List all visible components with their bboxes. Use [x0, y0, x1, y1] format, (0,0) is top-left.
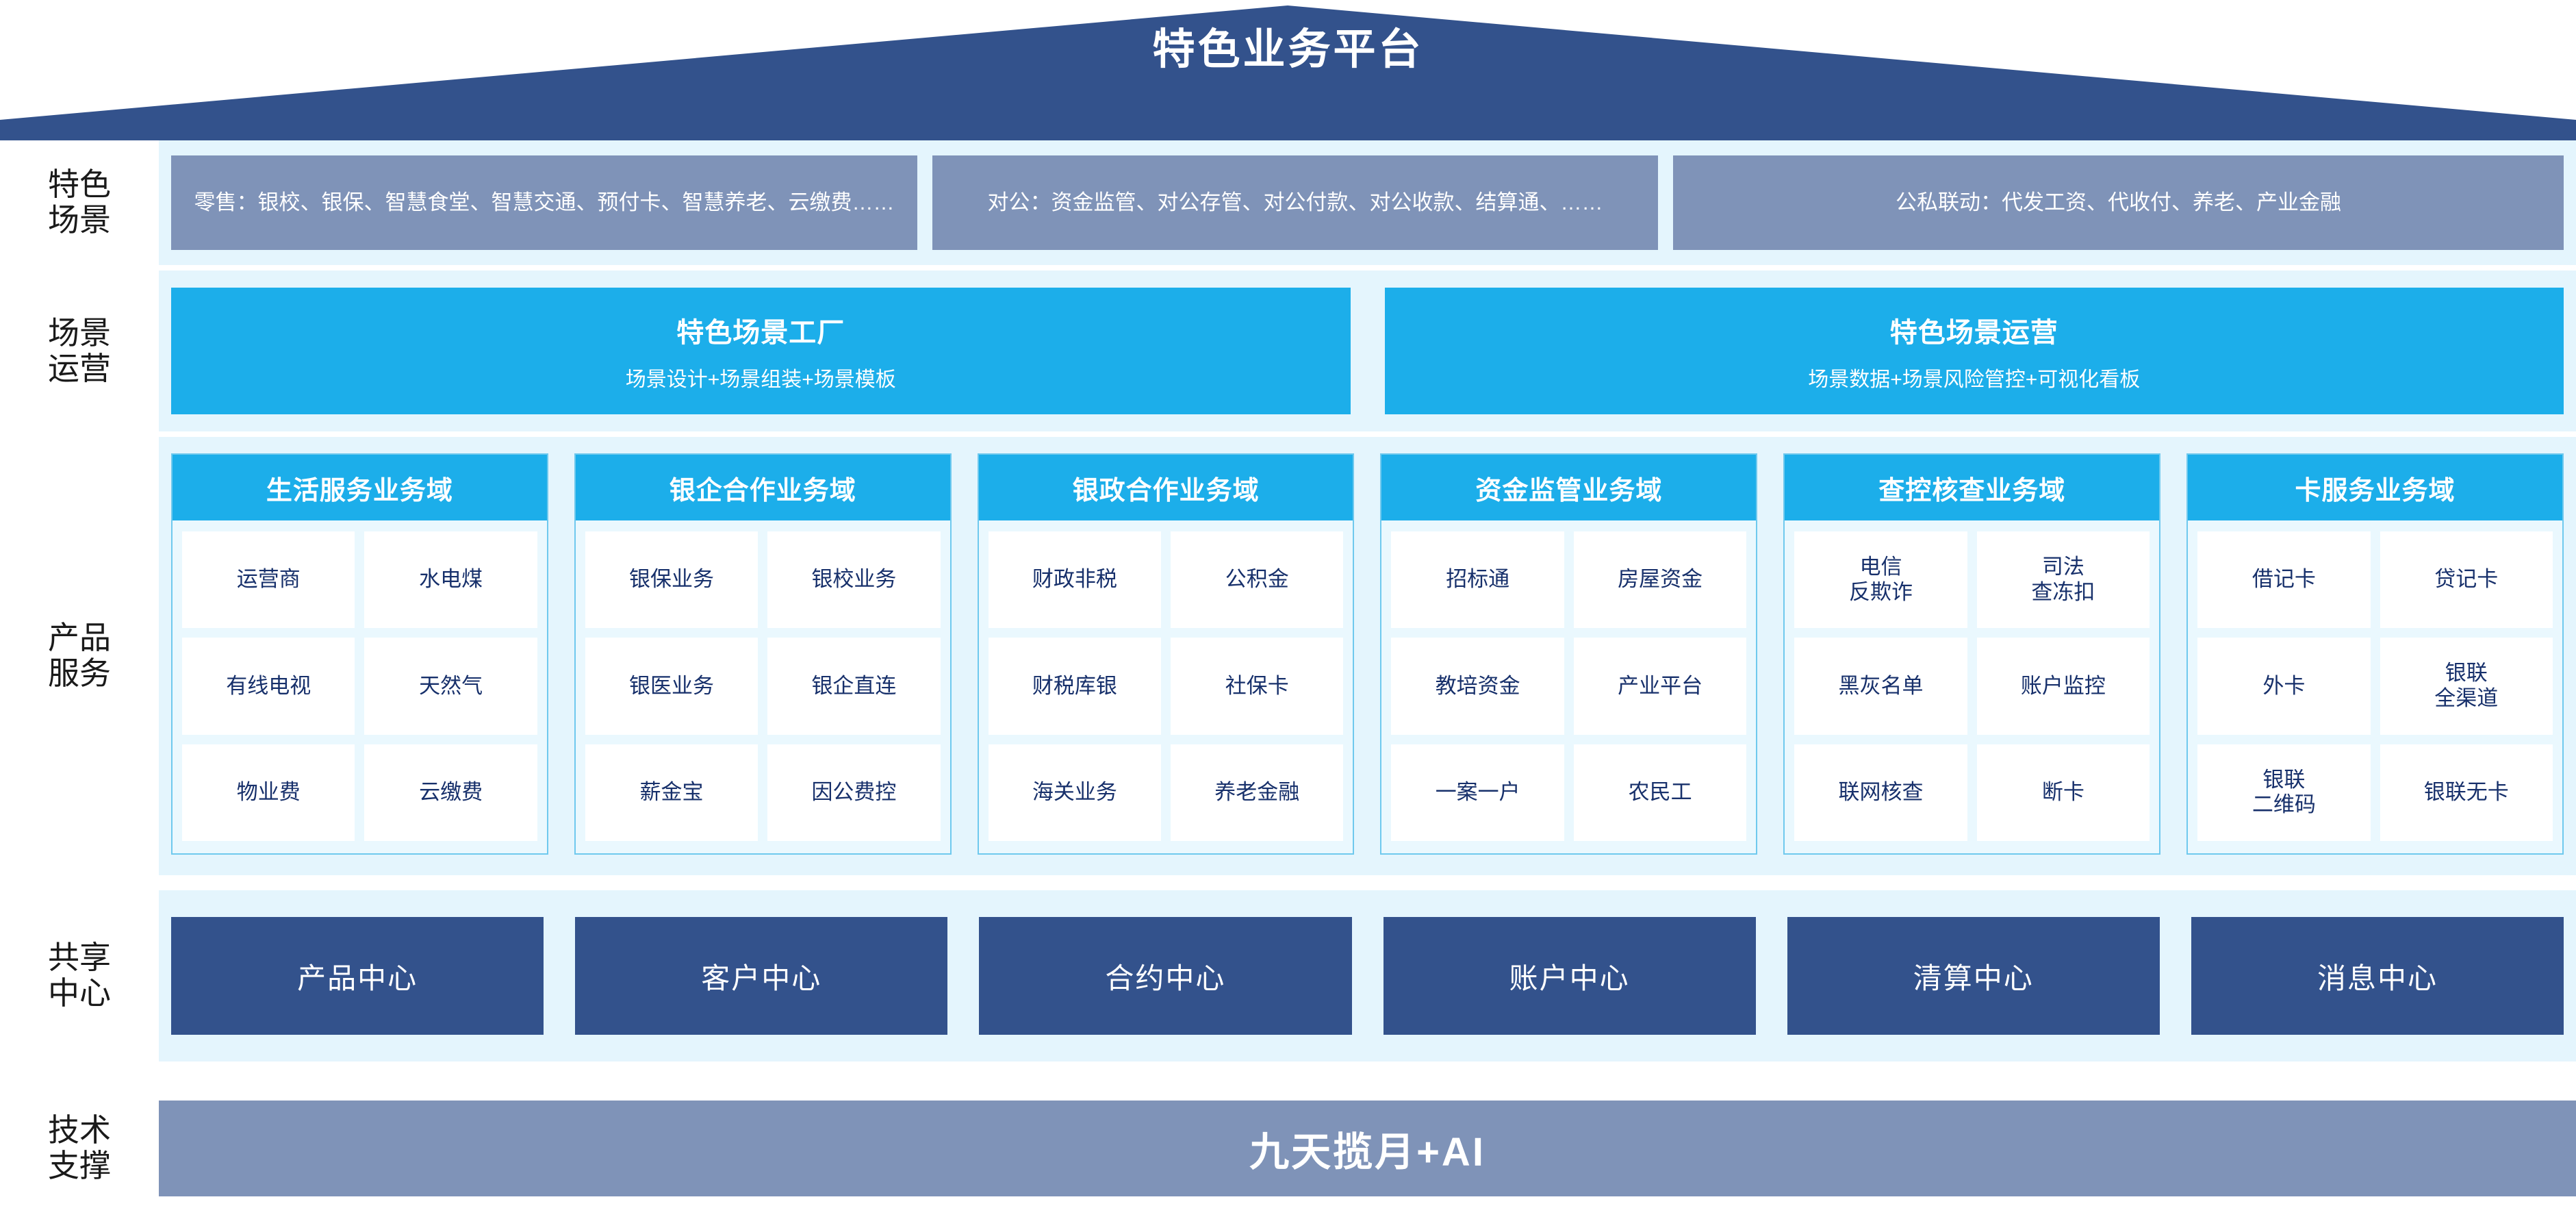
domain-title-fund-supervision: 资金监管业务域: [1381, 455, 1757, 520]
row-scene-operations: 场景 运营 特色场景工厂 场景设计+场景组装+场景模板 特色场景运营 场景数据+…: [0, 271, 2576, 431]
shared-center-product[interactable]: 产品中心: [171, 917, 544, 1035]
row-label-technology-support: 技术 支撑: [48, 1112, 111, 1183]
row-featured-scenes: 特色 场景 零售：银校、银保、智慧食堂、智慧交通、预付卡、智慧养老、云缴费…… …: [0, 140, 2576, 265]
domain-grid-life-service: 运营商 水电煤 有线电视 天然气 物业费 云缴费: [173, 520, 547, 853]
domain-title-bank-government: 银政合作业务域: [978, 455, 1353, 520]
ops-box-scene-factory-title: 特色场景工厂: [676, 317, 845, 348]
domain-grid-fund-supervision: 招标通 房屋资金 教培资金 产业平台 一案一户 农民工: [1381, 520, 1756, 853]
domain-item[interactable]: 产业平台: [1573, 638, 1747, 735]
domain-item[interactable]: 联网核查: [1794, 744, 1967, 841]
ops-box-scene-operation[interactable]: 特色场景运营 场景数据+场景风险管控+可视化看板: [1384, 288, 2564, 414]
shared-center-customer[interactable]: 客户中心: [575, 917, 948, 1035]
domain-item[interactable]: 借记卡: [2197, 531, 2371, 629]
row-label-shared-centers: 共享 中心: [48, 940, 111, 1011]
domain-grid-bank-government: 财政非税 公积金 财税库银 社保卡 海关业务 养老金融: [979, 520, 1353, 853]
domain-item[interactable]: 财政非税: [988, 531, 1162, 629]
shared-center-contract[interactable]: 合约中心: [979, 917, 1352, 1035]
platform-roof-banner: 特色业务平台: [0, 0, 2576, 140]
domain-item[interactable]: 因公费控: [767, 744, 941, 841]
domain-item[interactable]: 断卡: [1976, 744, 2150, 841]
ops-box-scene-factory[interactable]: 特色场景工厂 场景设计+场景组装+场景模板: [171, 288, 1351, 414]
domain-grid-bank-enterprise: 银保业务 银校业务 银医业务 银企直连 薪金宝 因公费控: [576, 520, 950, 853]
shared-center-clearing[interactable]: 清算中心: [1787, 917, 2160, 1035]
domain-title-investigation-control: 查控核查业务域: [1785, 455, 2160, 520]
domain-item[interactable]: 招标通: [1391, 531, 1564, 629]
scene-box-corporate[interactable]: 对公：资金监管、对公存管、对公付款、对公收款、结算通、……: [932, 155, 1658, 250]
domain-item[interactable]: 银医业务: [585, 638, 758, 735]
domain-item[interactable]: 养老金融: [1171, 744, 1344, 841]
domain-item[interactable]: 外卡: [2197, 638, 2371, 735]
technology-support-panel: 九天揽月+AI: [159, 1077, 2576, 1220]
domain-item[interactable]: 有线电视: [182, 638, 355, 735]
shared-center-account[interactable]: 账户中心: [1383, 917, 1756, 1035]
domain-item[interactable]: 银企直连: [767, 638, 941, 735]
domain-column-fund-supervision: 资金监管业务域 招标通 房屋资金 教培资金 产业平台 一案一户 农民工: [1380, 453, 1758, 855]
domain-item[interactable]: 薪金宝: [585, 744, 758, 841]
domain-item[interactable]: 农民工: [1573, 744, 1747, 841]
domain-item[interactable]: 银联无卡: [2380, 744, 2553, 841]
domain-item[interactable]: 云缴费: [364, 744, 537, 841]
domain-item[interactable]: 黑灰名单: [1794, 638, 1967, 735]
domain-column-bank-government: 银政合作业务域 财政非税 公积金 财税库银 社保卡 海关业务 养老金融: [977, 453, 1355, 855]
domain-item[interactable]: 财税库银: [988, 638, 1162, 735]
domain-item[interactable]: 电信 反欺诈: [1794, 531, 1967, 629]
domain-item[interactable]: 贷记卡: [2380, 531, 2553, 629]
domain-title-card-service: 卡服务业务域: [2188, 455, 2562, 520]
domain-item[interactable]: 一案一户: [1391, 744, 1564, 841]
shared-center-message[interactable]: 消息中心: [2191, 917, 2564, 1035]
domain-item[interactable]: 教培资金: [1391, 638, 1564, 735]
domain-grid-card-service: 借记卡 贷记卡 外卡 银联 全渠道 银联 二维码 银联无卡: [2188, 520, 2562, 853]
domain-item[interactable]: 物业费: [182, 744, 355, 841]
domain-item[interactable]: 银联 全渠道: [2380, 638, 2553, 735]
technology-support-bar[interactable]: 九天揽月+AI: [159, 1101, 2576, 1196]
domain-item[interactable]: 账户监控: [1976, 638, 2150, 735]
row-label-scene-operations: 场景 运营: [48, 314, 111, 386]
ops-box-scene-factory-subtitle: 场景设计+场景组装+场景模板: [625, 368, 896, 391]
page-title: 特色业务平台: [1152, 26, 1424, 73]
domain-item[interactable]: 银校业务: [767, 531, 941, 629]
shared-centers-panel: 产品中心 客户中心 合约中心 账户中心 清算中心 消息中心: [159, 890, 2576, 1061]
row-product-services: 产品 服务 生活服务业务域 运营商 水电煤 有线电视 天然气 物业费 云缴费 银…: [0, 437, 2576, 875]
domain-column-bank-enterprise: 银企合作业务域 银保业务 银校业务 银医业务 银企直连 薪金宝 因公费控: [574, 453, 952, 855]
domain-title-bank-enterprise: 银企合作业务域: [575, 455, 950, 520]
domain-item[interactable]: 房屋资金: [1573, 531, 1747, 629]
domain-item[interactable]: 银联 二维码: [2197, 744, 2371, 841]
domain-item[interactable]: 海关业务: [988, 744, 1162, 841]
domain-item[interactable]: 水电煤: [364, 531, 537, 629]
scene-operations-panel: 特色场景工厂 场景设计+场景组装+场景模板 特色场景运营 场景数据+场景风险管控…: [159, 271, 2576, 431]
ops-box-scene-operation-subtitle: 场景数据+场景风险管控+可视化看板: [1808, 368, 2141, 391]
domain-item[interactable]: 天然气: [364, 638, 537, 735]
domain-item[interactable]: 社保卡: [1171, 638, 1344, 735]
domain-grid-investigation-control: 电信 反欺诈 司法 查冻扣 黑灰名单 账户监控 联网核查 断卡: [1785, 520, 2159, 853]
row-shared-centers: 共享 中心 产品中心 客户中心 合约中心 账户中心 清算中心 消息中心: [0, 890, 2576, 1061]
domain-item[interactable]: 公积金: [1171, 531, 1344, 629]
domain-item[interactable]: 司法 查冻扣: [1976, 531, 2150, 629]
domain-title-life-service: 生活服务业务域: [173, 455, 547, 520]
domain-column-life-service: 生活服务业务域 运营商 水电煤 有线电视 天然气 物业费 云缴费: [171, 453, 548, 855]
featured-scenes-panel: 零售：银校、银保、智慧食堂、智慧交通、预付卡、智慧养老、云缴费…… 对公：资金监…: [159, 140, 2576, 265]
row-label-featured-scenes: 特色 场景: [48, 166, 111, 238]
domain-item[interactable]: 运营商: [182, 531, 355, 629]
row-label-product-services: 产品 服务: [48, 620, 111, 691]
domain-column-card-service: 卡服务业务域 借记卡 贷记卡 外卡 银联 全渠道 银联 二维码 银联无卡: [2186, 453, 2564, 855]
product-services-panel: 生活服务业务域 运营商 水电煤 有线电视 天然气 物业费 云缴费 银企合作业务域…: [159, 437, 2576, 875]
domain-column-investigation-control: 查控核查业务域 电信 反欺诈 司法 查冻扣 黑灰名单 账户监控 联网核查 断卡: [1783, 453, 2161, 855]
domain-item[interactable]: 银保业务: [585, 531, 758, 629]
scene-box-retail[interactable]: 零售：银校、银保、智慧食堂、智慧交通、预付卡、智慧养老、云缴费……: [171, 155, 917, 250]
roof-shape: [0, 5, 2576, 140]
row-technology-support: 技术 支撑 九天揽月+AI: [0, 1077, 2576, 1220]
scene-box-public-private-linkage[interactable]: 公私联动：代发工资、代收付、养老、产业金融: [1673, 155, 2564, 250]
ops-box-scene-operation-title: 特色场景运营: [1889, 317, 2058, 348]
